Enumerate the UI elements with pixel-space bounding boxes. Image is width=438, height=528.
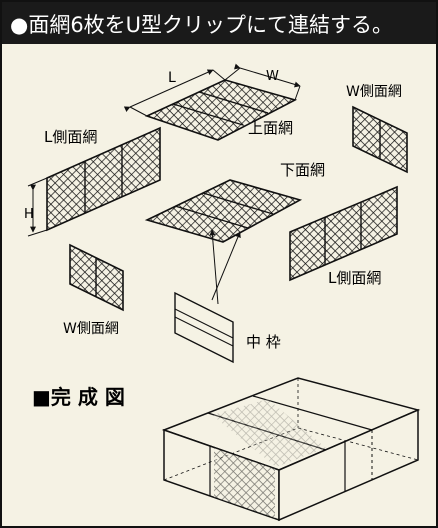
w-side-panel-right bbox=[352, 105, 408, 174]
header-bar bbox=[2, 2, 436, 44]
header-title: ●面網6枚をU型クリップにて連結する。 bbox=[10, 13, 393, 37]
w-side-right-label: W側面網 bbox=[346, 84, 402, 100]
completed-heading: ■完 成 図 bbox=[32, 385, 125, 409]
dim-h-label: H bbox=[24, 207, 34, 222]
l-side-right-label: L側面網 bbox=[328, 269, 381, 287]
w-side-left-label: W側面網 bbox=[63, 321, 119, 337]
top-panel-label: 上面網 bbox=[248, 119, 293, 137]
l-side-panel-right bbox=[289, 185, 398, 282]
dimension-l bbox=[123, 69, 226, 117]
middle-frame bbox=[174, 291, 234, 364]
bottom-panel-label: 下面網 bbox=[280, 161, 325, 179]
dimension-w bbox=[224, 63, 301, 101]
w-side-panel-left bbox=[69, 243, 124, 312]
middle-frame-label: 中 枠 bbox=[246, 333, 281, 351]
dimension-h bbox=[27, 177, 48, 237]
completed-top-mesh-detail bbox=[212, 399, 326, 467]
dim-w-label: W bbox=[266, 69, 279, 84]
l-side-panel-left bbox=[46, 126, 161, 232]
insertion-arrows bbox=[209, 229, 241, 305]
completed-mesh-detail bbox=[214, 448, 275, 518]
dim-l-label: L bbox=[168, 70, 176, 86]
l-side-left-label: L側面網 bbox=[44, 128, 97, 146]
bottom-panel bbox=[144, 179, 303, 243]
